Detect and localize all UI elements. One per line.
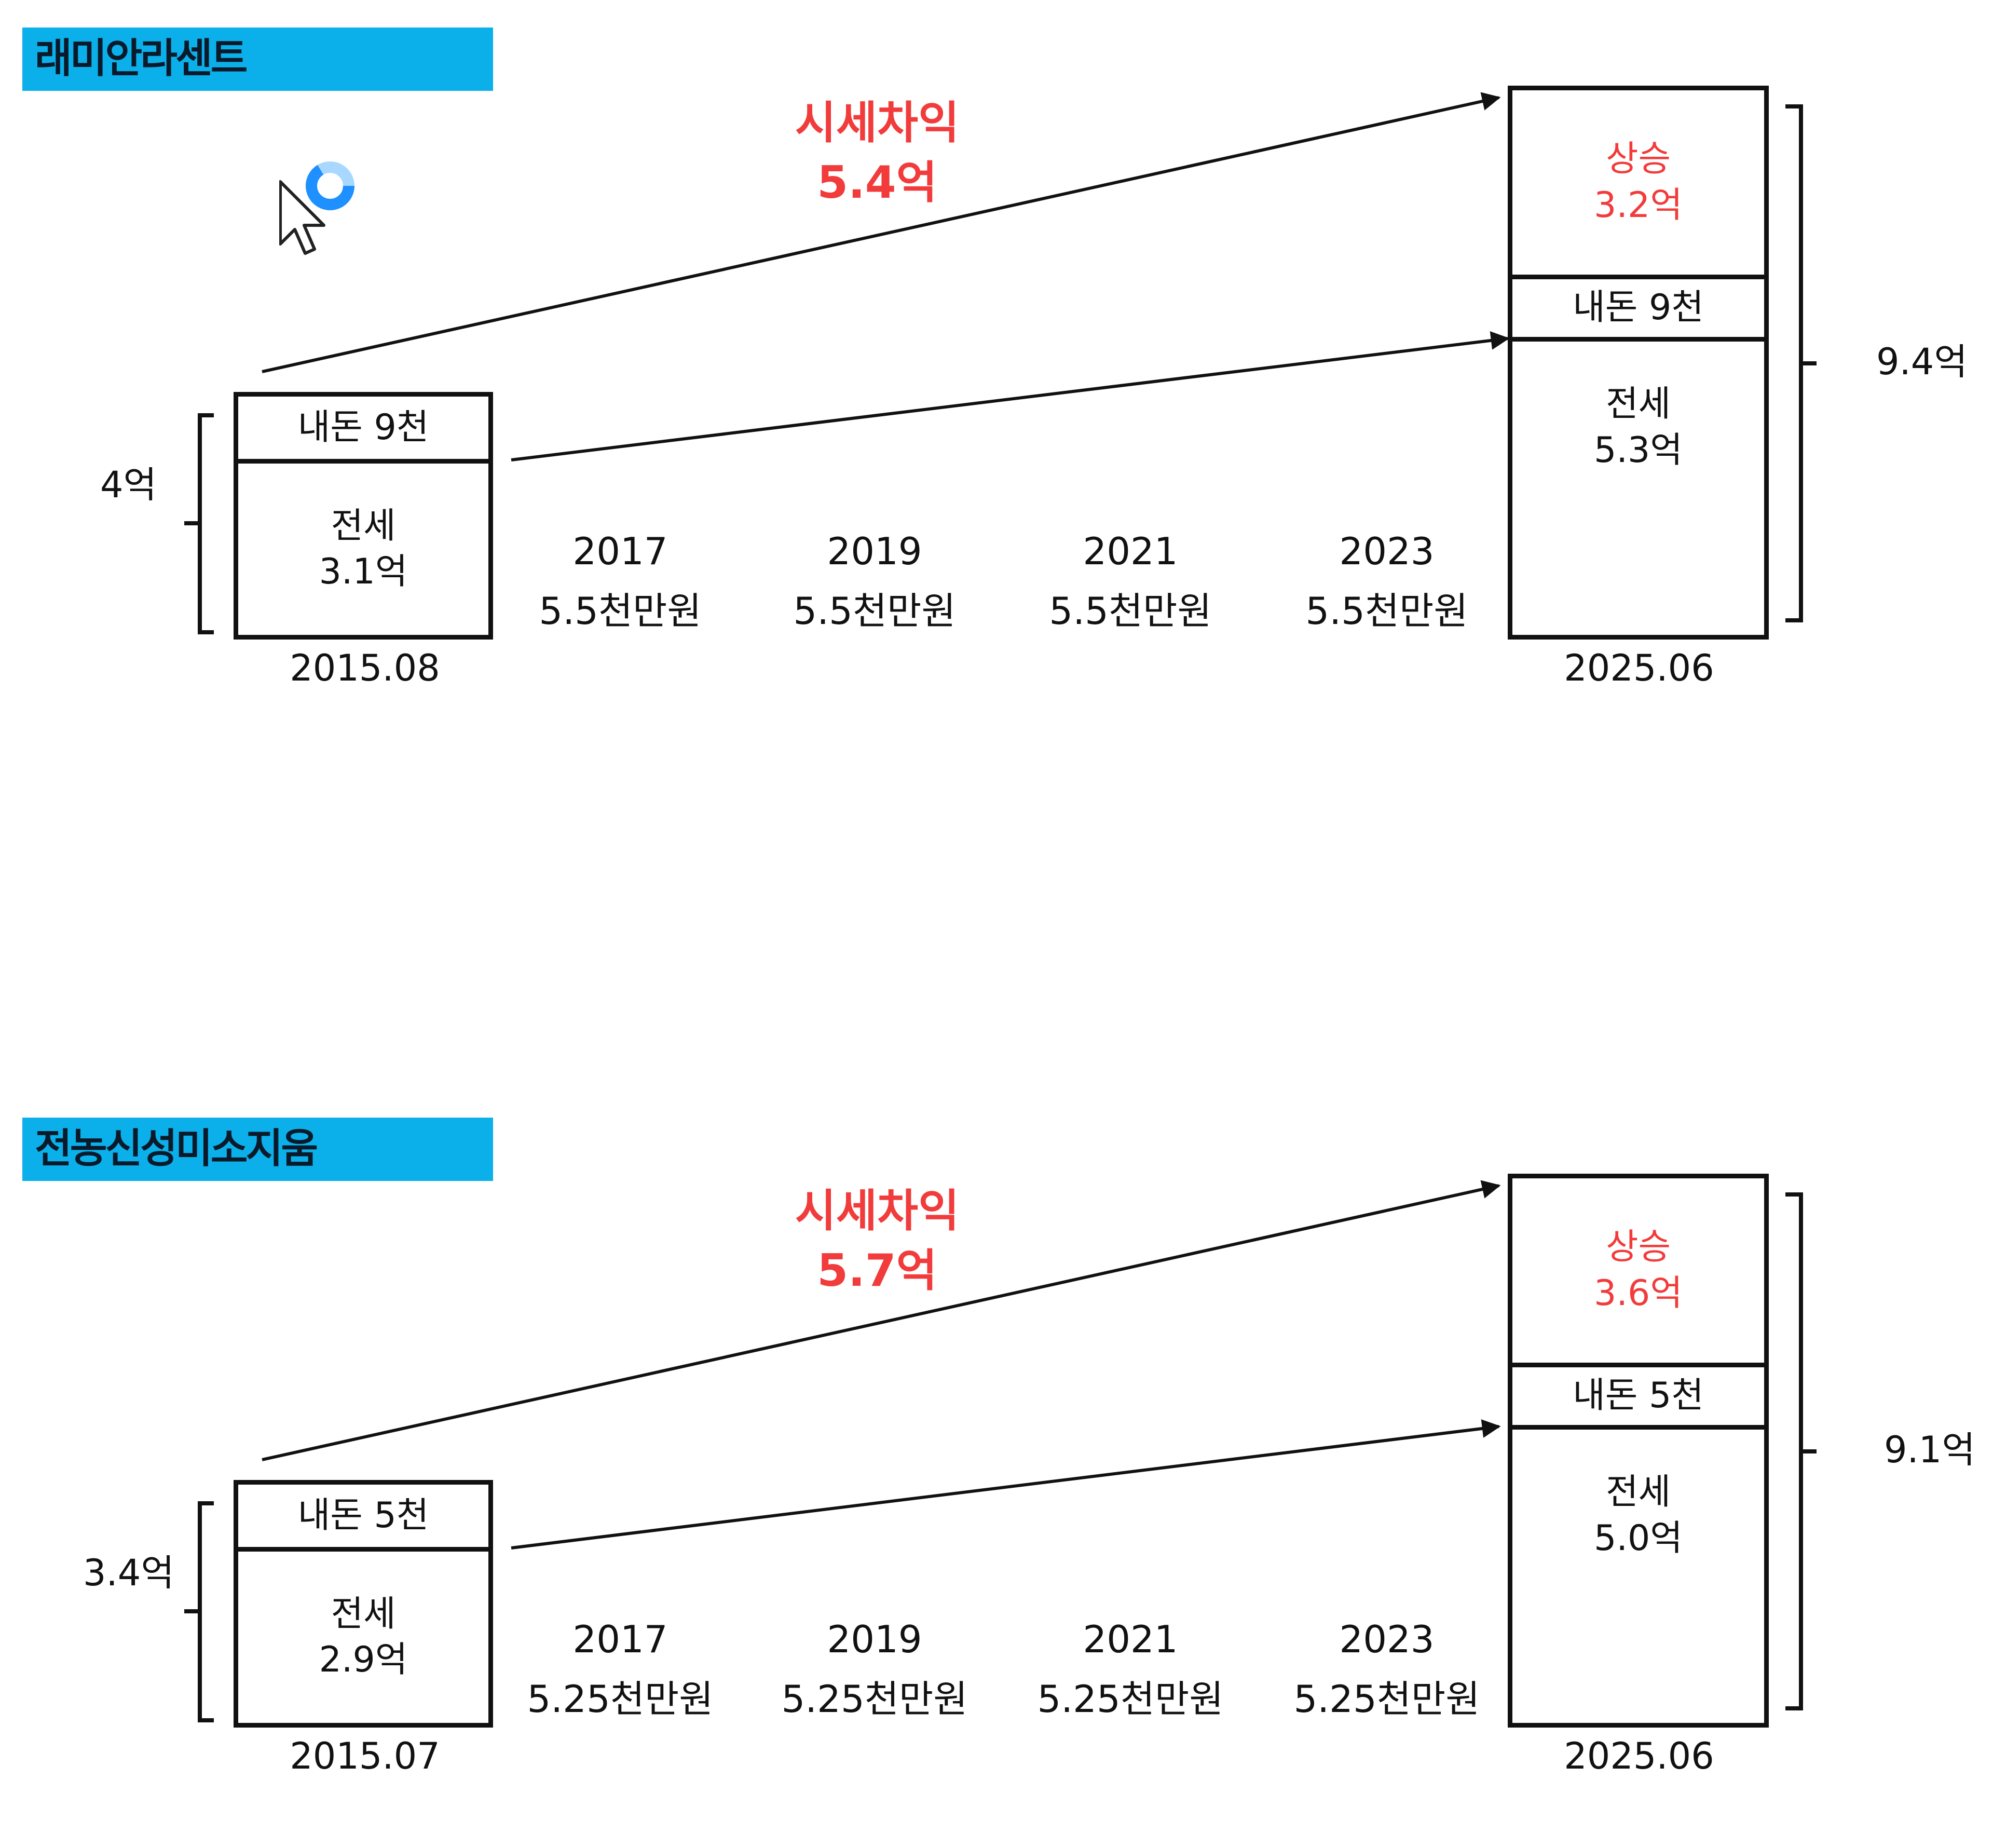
section-title-bar: 전농신성미소지움 [22,1118,493,1181]
jeonse-value: 5.3억 [1594,429,1683,471]
jeonse-label: 전세 [331,1593,396,1635]
milestone-year: 2019 [827,1618,922,1661]
milestone-amount: 5.25천만원 [781,1677,968,1721]
gain-value: 5.4억 [817,157,937,209]
end-price-box: 상승 3.6억 내돈 5천 전세 5.0억 [1508,1174,1769,1728]
milestone-amount: 5.25천만원 [527,1677,714,1721]
jeonse-value: 3.1억 [319,551,408,592]
diagram-lines [184,92,1817,634]
section-title-bar: 래미안라센트 [22,28,493,91]
jeonse-label: 전세 [1605,384,1671,425]
gain-label: 시세차익 [795,97,960,149]
jeonse-cell: 전세 3.1억 [238,459,488,635]
end-total-brace [1785,104,1817,622]
jeonse-value: 5.0억 [1594,1517,1683,1559]
own-money-label: 내돈 5천 [1573,1375,1704,1417]
end-total-label: 9.1억 [1884,1429,1975,1471]
own-money-label: 내돈 5천 [297,1494,429,1536]
end-date-label: 2025.06 [1564,1735,1714,1777]
milestone: 2023 5.25천만원 [1293,1610,1480,1729]
own-money-cell: 내돈 9천 [238,397,488,459]
comparison-section-1: 래미안라센트 시세차익 5.4억 내돈 9천 전세 3.1억 4억 2015.0… [0,0,1993,758]
gain-value: 5.7억 [817,1245,937,1297]
own-money-label: 내돈 9천 [297,406,429,448]
milestone-year: 2017 [572,529,668,573]
jeonse-arrow [511,1419,1501,1550]
section-title: 래미안라센트 [35,35,248,82]
end-total-brace [1785,1192,1817,1710]
end-date-label: 2025.06 [1564,647,1714,689]
start-date-label: 2015.08 [290,647,440,689]
start-price-box: 내돈 9천 전세 3.1억 [234,392,493,640]
milestone-amount: 5.5천만원 [1305,589,1468,633]
jeonse-label: 전세 [331,505,396,547]
rise-cell: 상승 3.2억 [1512,90,1764,275]
mouse-pointer-icon [279,180,325,255]
rise-label: 상승 [1605,139,1671,180]
milestone: 2023 5.5천만원 [1305,522,1468,641]
milestone-year: 2021 [1083,1618,1178,1661]
jeonse-cell: 전세 5.0억 [1512,1425,1764,1601]
jeonse-cell: 전세 2.9억 [238,1547,488,1723]
jeonse-cell: 전세 5.3억 [1512,337,1764,513]
jeonse-value: 2.9억 [319,1639,408,1680]
rise-label: 상승 [1605,1227,1671,1268]
milestone: 2017 5.25천만원 [527,1610,713,1729]
own-money-cell: 내돈 5천 [1512,1363,1764,1425]
comparison-section-2: 전농신성미소지움 시세차익 5.7억 내돈 5천 전세 2.9억 3.4억 20… [0,1090,1993,1848]
own-money-cell: 내돈 9천 [1512,275,1764,337]
milestone-year: 2017 [572,1618,668,1661]
milestone-amount: 5.5천만원 [1049,589,1212,633]
jeonse-label: 전세 [1605,1472,1671,1513]
market-gain-annotation: 시세차익 5.7억 [795,1181,959,1301]
milestone-amount: 5.25천만원 [1293,1677,1480,1721]
rise-cell: 상승 3.6억 [1512,1178,1764,1363]
start-total-label: 4억 [100,464,157,506]
milestone: 2017 5.5천만원 [539,522,701,641]
own-money-label: 내돈 9천 [1573,287,1704,329]
milestone-amount: 5.5천만원 [539,589,702,633]
milestone-year: 2021 [1083,529,1178,573]
gain-label: 시세차익 [795,1185,960,1237]
rise-value: 3.2억 [1594,184,1683,226]
busy-cursor [279,161,354,255]
start-total-brace [184,1501,214,1722]
end-total-label: 9.4억 [1876,341,1968,383]
milestone: 2019 5.5천만원 [793,522,955,641]
milestone-amount: 5.25천만원 [1037,1677,1224,1721]
start-date-label: 2015.07 [290,1735,440,1777]
start-total-label: 3.4억 [83,1552,174,1594]
end-price-box: 상승 3.2억 내돈 9천 전세 5.3억 [1508,86,1769,640]
milestone: 2021 5.5천만원 [1049,522,1211,641]
milestone-year: 2023 [1339,529,1435,573]
rise-value: 3.6억 [1594,1272,1683,1314]
loading-spinner-icon [306,161,354,210]
milestone-amount: 5.5천만원 [793,589,956,633]
diagram-lines [184,1180,1817,1722]
gain-arrow [262,92,1501,373]
start-price-box: 내돈 5천 전세 2.9억 [234,1480,493,1728]
jeonse-arrow [511,331,1510,461]
milestone-year: 2019 [827,529,922,573]
milestone-year: 2023 [1339,1618,1435,1661]
own-money-cell: 내돈 5천 [238,1485,488,1547]
gain-arrow [262,1180,1501,1461]
start-total-brace [184,413,214,634]
section-title: 전농신성미소지움 [35,1125,318,1172]
milestone: 2019 5.25천만원 [781,1610,967,1729]
market-gain-annotation: 시세차익 5.4억 [795,93,959,213]
milestone: 2021 5.25천만원 [1037,1610,1223,1729]
